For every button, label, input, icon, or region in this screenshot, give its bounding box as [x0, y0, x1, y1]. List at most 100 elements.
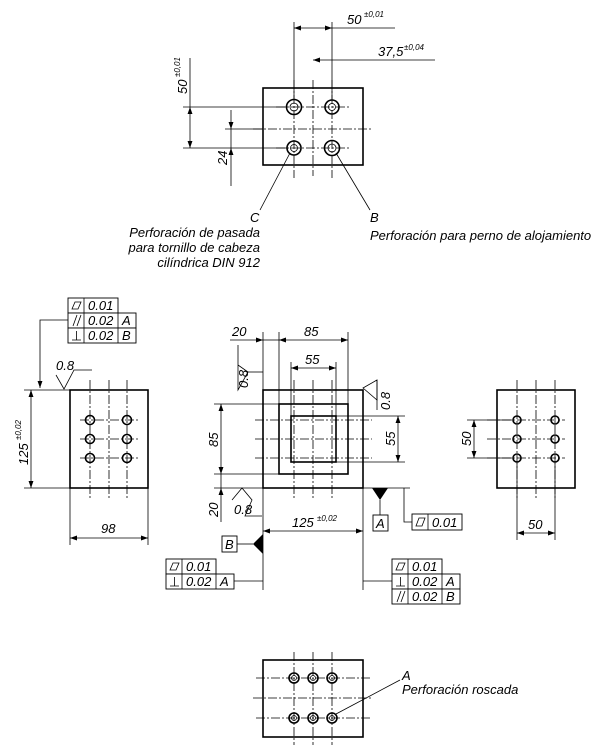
datum-a-label: A	[375, 516, 385, 531]
label-b: B	[370, 210, 379, 225]
threaded-hole-inner	[310, 715, 316, 721]
hole	[550, 434, 560, 444]
hole	[121, 452, 133, 464]
fcf-parallel-datum: A	[121, 313, 131, 328]
fcf-br-perp-value: 0.02	[412, 574, 438, 589]
dim-125-tol: ±0,02	[14, 419, 23, 440]
hole-inner	[290, 144, 298, 152]
hole-inner	[328, 103, 336, 111]
dim-125-text: 125	[16, 443, 31, 465]
roughness-bottom-value: 0.8	[234, 502, 253, 517]
fcf-perp-value: 0.02	[88, 328, 114, 343]
roughness-right-value: 0.8	[378, 391, 393, 410]
bottom-view-holes	[288, 672, 338, 724]
hole	[550, 415, 560, 425]
dim-55-right-text: 55	[383, 431, 398, 446]
fcf-perpendicular	[67, 327, 137, 344]
left-view: 0.01 0.02 A 0.02 B 0.8 125 ±0,02 98	[14, 297, 149, 545]
dim-55-top-text: 55	[305, 352, 320, 367]
datum-b-label: B	[225, 537, 234, 552]
perpendicular-symbol	[72, 331, 81, 341]
note-a: Perforación roscada	[402, 682, 518, 697]
dim-37-5-text: 37,5	[378, 44, 404, 59]
leader-c	[259, 152, 291, 211]
note-c-line2: para tornillo de cabeza	[127, 240, 260, 255]
fcf-parallel-value: 0.02	[88, 313, 114, 328]
dim-125-tol: ±0,02	[317, 514, 338, 523]
right-view-holes	[512, 415, 560, 463]
dim-50-tol: ±0,01	[364, 10, 384, 19]
label-a: A	[401, 668, 411, 683]
datum-a-triangle	[372, 488, 388, 500]
dim-50-horizontal-text: 50	[528, 517, 543, 532]
roughness-left-value: 0.8	[236, 369, 251, 388]
threaded-hole	[307, 672, 319, 684]
fcf-perp-datum: B	[122, 328, 131, 343]
right-view: 50 50	[459, 380, 576, 540]
flatness-symbol	[415, 517, 426, 527]
fcf-leader	[37, 319, 68, 388]
threaded-hole	[307, 712, 319, 724]
dim-37-5-tol: ±0,04	[404, 43, 425, 52]
fcf-flatness-value: 0.01	[88, 298, 113, 313]
fcf-br-parallel-value: 0.02	[412, 589, 438, 604]
parallel-symbol	[72, 314, 82, 327]
dim-50-vertical-text: 50	[459, 431, 474, 446]
perpendicular-symbol	[170, 577, 179, 587]
leader-b	[335, 152, 371, 211]
fcf-br-perp-datum: A	[445, 574, 455, 589]
hole	[84, 414, 96, 426]
hole	[512, 415, 522, 425]
hole	[323, 139, 341, 157]
dim-85-left-text: 85	[206, 432, 221, 447]
dim-125-text: 125	[292, 515, 314, 530]
note-c-line1: Perforación de pasada	[129, 225, 260, 240]
dim-20-left-text: 20	[206, 502, 221, 518]
roughness-symbol-left	[237, 345, 249, 392]
datum-a-box	[372, 514, 389, 532]
roughness-symbol-right	[362, 379, 378, 401]
hole	[512, 453, 522, 463]
bottom-view: A Perforación roscada	[253, 652, 518, 745]
fcf-left-perp	[165, 573, 235, 590]
hole	[121, 433, 133, 445]
label-c: C	[250, 210, 260, 225]
dim-85-top-text: 85	[304, 324, 319, 339]
threaded-hole-inner	[291, 675, 297, 681]
leader-a	[335, 679, 401, 715]
top-view: 50 ±0,01 37,5 ±0,04 50 ±0,01 24 C B Perf…	[127, 10, 591, 270]
hole	[84, 452, 96, 464]
fcf-br-parallel	[391, 588, 461, 605]
threaded-hole-inner	[329, 715, 335, 721]
threaded-hole-inner	[291, 715, 297, 721]
center-view: 20 85 55 0.8 0.8 85 55 20 0.8	[165, 324, 463, 605]
perpendicular-symbol	[396, 577, 405, 587]
fcf-br-flatness-value: 0.01	[412, 559, 437, 574]
parallel-symbol	[396, 590, 406, 603]
hole-inner	[327, 143, 337, 153]
note-b: Perforación para perno de alojamiento	[370, 228, 591, 243]
fcf-flatness-right-value: 0.01	[432, 515, 457, 530]
roughness-value: 0.8	[56, 358, 75, 373]
flatness-symbol	[71, 301, 82, 310]
threaded-hole-inner	[329, 675, 335, 681]
hole	[84, 433, 96, 445]
threaded-hole	[288, 712, 300, 724]
flatness-symbol	[169, 562, 180, 571]
dim-50-text: 50	[347, 12, 362, 27]
left-fcf-stack: 0.01 0.02 A 0.02 B	[37, 297, 137, 388]
fcf-left-perp-datum: A	[219, 574, 229, 589]
hole-inner	[289, 102, 299, 112]
dim-50-vertical-tol: ±0,01	[173, 57, 182, 77]
datum-b-triangle	[253, 534, 263, 554]
roughness-symbol-bottom	[231, 487, 262, 517]
threaded-hole	[288, 672, 300, 684]
dim-50-vertical-text: 50	[175, 79, 190, 94]
note-c-line3: cilíndrica DIN 912	[157, 255, 260, 270]
dim-98-text: 98	[101, 521, 116, 536]
dim-20-top-text: 20	[231, 324, 247, 339]
fcf-leader	[403, 488, 412, 523]
flatness-symbol	[395, 562, 406, 571]
fcf-br-parallel-datum: B	[446, 589, 455, 604]
